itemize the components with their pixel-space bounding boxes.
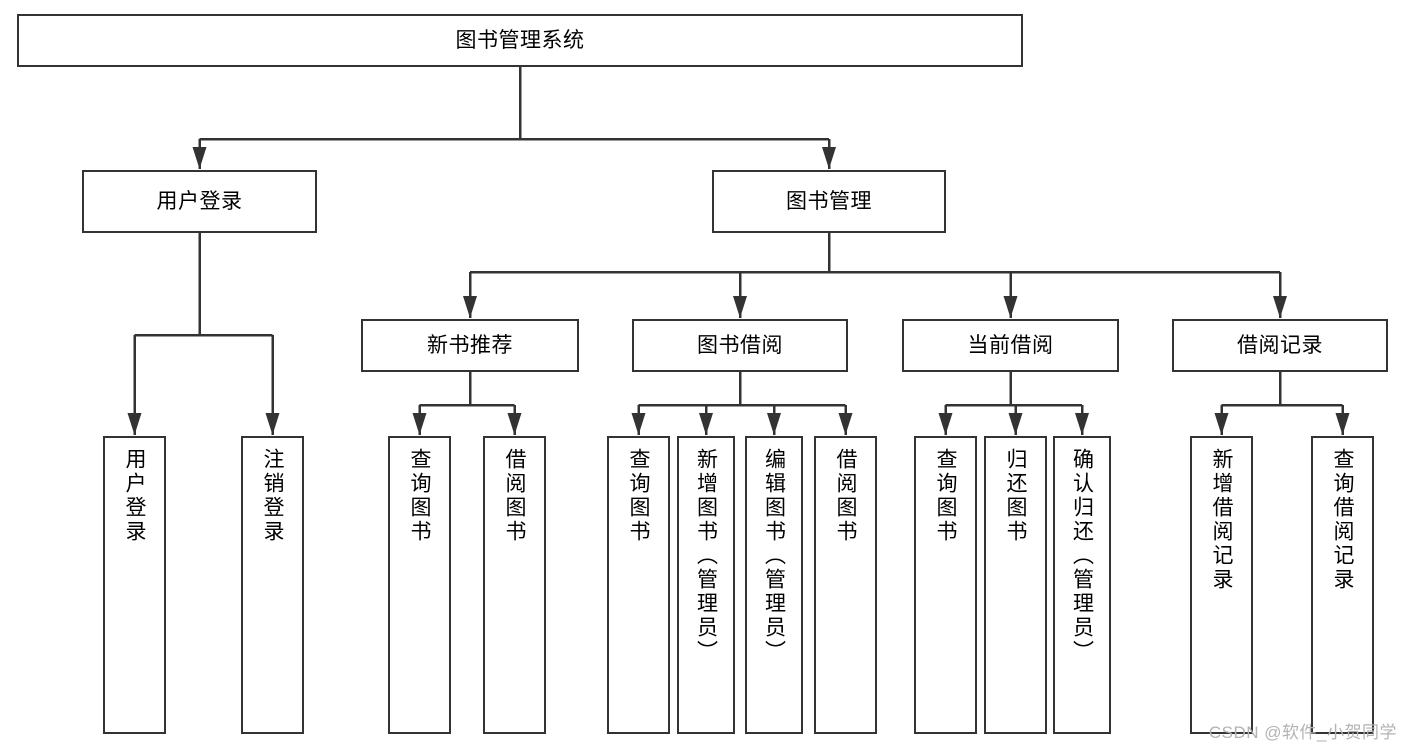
node-current-borrow[interactable]: 当前借阅: [902, 319, 1119, 372]
node-leaf-add-borrow-record-label: 新增借阅记录: [1210, 448, 1233, 592]
node-borrow-record[interactable]: 借阅记录: [1172, 319, 1388, 372]
node-leaf-confirm-return-admin-label: 确认归还（管理员）: [1070, 448, 1094, 664]
node-leaf-add-book-admin[interactable]: 新增图书（管理员）: [677, 436, 735, 734]
node-leaf-borrow-book-recommend[interactable]: 借阅图书: [483, 436, 546, 734]
node-leaf-query-book-current-label: 查询图书: [934, 448, 957, 544]
node-current-borrow-label: 当前借阅: [967, 333, 1054, 357]
node-leaf-borrow-book-recommend-label: 借阅图书: [503, 448, 526, 544]
node-leaf-query-book-recommend-label: 查询图书: [408, 448, 431, 544]
node-leaf-query-book-current[interactable]: 查询图书: [914, 436, 977, 734]
node-leaf-borrow-book-label: 借阅图书: [834, 448, 857, 544]
node-leaf-query-borrow-record-label: 查询借阅记录: [1331, 448, 1354, 592]
node-leaf-return-book[interactable]: 归还图书: [984, 436, 1047, 734]
node-new-book-recommend-label: 新书推荐: [427, 333, 513, 357]
node-leaf-query-book-borrow-label: 查询图书: [627, 448, 650, 544]
node-book-management[interactable]: 图书管理: [712, 170, 946, 233]
node-leaf-query-book-borrow[interactable]: 查询图书: [607, 436, 670, 734]
node-leaf-edit-book-admin-label: 编辑图书（管理员）: [762, 448, 786, 664]
node-user-login[interactable]: 用户登录: [82, 170, 317, 233]
csdn-watermark: CSDN @软件_小贺同学: [1208, 723, 1397, 742]
node-leaf-borrow-book[interactable]: 借阅图书: [814, 436, 877, 734]
node-leaf-edit-book-admin[interactable]: 编辑图书（管理员）: [745, 436, 803, 734]
node-root-label: 图书管理系统: [455, 28, 585, 52]
node-leaf-return-book-label: 归还图书: [1004, 448, 1027, 544]
node-leaf-user-login-label: 用户登录: [123, 448, 146, 544]
node-root[interactable]: 图书管理系统: [17, 14, 1023, 67]
node-leaf-user-login[interactable]: 用户登录: [103, 436, 166, 734]
node-leaf-add-borrow-record[interactable]: 新增借阅记录: [1190, 436, 1253, 734]
node-leaf-query-borrow-record[interactable]: 查询借阅记录: [1311, 436, 1374, 734]
node-leaf-query-book-recommend[interactable]: 查询图书: [388, 436, 451, 734]
node-leaf-logout-label: 注销登录: [261, 448, 284, 544]
node-new-book-recommend[interactable]: 新书推荐: [361, 319, 579, 372]
node-book-borrow-label: 图书借阅: [697, 333, 783, 357]
node-book-borrow[interactable]: 图书借阅: [632, 319, 848, 372]
node-user-login-label: 用户登录: [156, 189, 243, 213]
node-leaf-add-book-admin-label: 新增图书（管理员）: [694, 448, 718, 664]
node-leaf-confirm-return-admin[interactable]: 确认归还（管理员）: [1053, 436, 1111, 734]
node-borrow-record-label: 借阅记录: [1237, 333, 1323, 357]
node-leaf-logout[interactable]: 注销登录: [241, 436, 304, 734]
node-book-management-label: 图书管理: [786, 189, 872, 213]
